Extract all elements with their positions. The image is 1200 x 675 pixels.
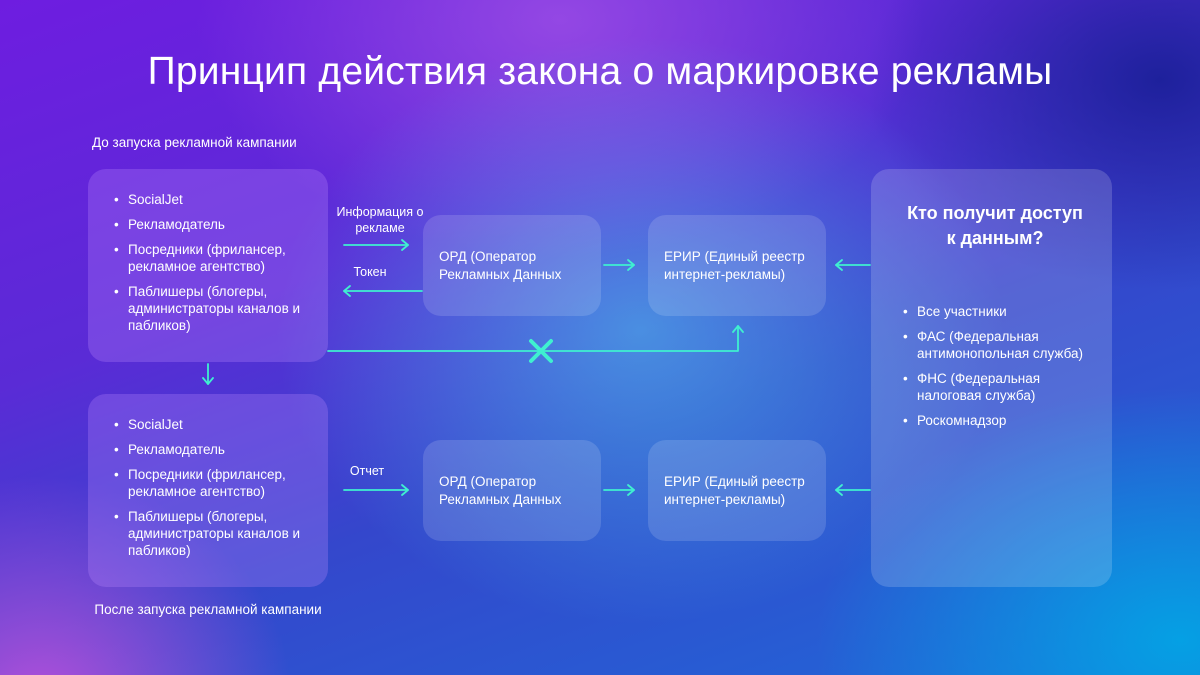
erir-label: ЕРИР (Единый реестр интернет-рекламы): [664, 248, 805, 282]
list-item: Рекламодатель: [108, 216, 310, 233]
ord-label: ОРД (Оператор Рекламных Данных: [439, 473, 562, 507]
ord-label: ОРД (Оператор Рекламных Данных: [439, 248, 562, 282]
ord-card-after: ОРД (Оператор Рекламных Данных: [423, 440, 601, 541]
after-campaign-caption: После запуска рекламной кампании: [88, 601, 328, 619]
list-item: Все участники: [897, 303, 1096, 320]
list-item: Посредники (фрилансер, рекламное агентст…: [108, 466, 310, 500]
participants-card-before: SocialJet Рекламодатель Посредники (фрил…: [88, 169, 328, 362]
access-title: Кто получит доступ к данным?: [907, 203, 1083, 248]
token-label: Токен: [353, 265, 387, 279]
page-title: Принцип действия закона о маркировке рек…: [147, 50, 1053, 93]
erir-card-after: ЕРИР (Единый реестр интернет-рекламы): [648, 440, 826, 541]
report-label: Отчет: [349, 464, 385, 478]
list-item: Посредники (фрилансер, рекламное агентст…: [108, 241, 310, 275]
access-card: Кто получит доступ к данным? Все участни…: [871, 169, 1112, 587]
arrow-right-icon: [343, 484, 409, 496]
arrow-down-icon: [202, 363, 214, 385]
arrow-right-icon: [603, 259, 635, 271]
info-about-ad-label: Информация о рекламе: [336, 205, 424, 235]
participants-list-before: SocialJet Рекламодатель Посредники (фрил…: [108, 191, 310, 334]
ord-card-before: ОРД (Оператор Рекламных Данных: [423, 215, 601, 316]
list-item: ФНС (Федеральная налоговая служба): [897, 370, 1096, 404]
blocked-path-line: [327, 325, 744, 352]
arrow-right-icon: [603, 484, 635, 496]
list-item: Паблишеры (блогеры, администраторы канал…: [108, 283, 310, 334]
list-item: Паблишеры (блогеры, администраторы канал…: [108, 508, 310, 559]
arrow-left-icon: [343, 285, 423, 297]
arrow-left-icon: [835, 259, 871, 271]
erir-card-before: ЕРИР (Единый реестр интернет-рекламы): [648, 215, 826, 316]
list-item: ФАС (Федеральная антимонопольная служба): [897, 328, 1096, 362]
list-item: SocialJet: [108, 191, 310, 208]
arrow-left-icon: [835, 484, 871, 496]
list-item: SocialJet: [108, 416, 310, 433]
participants-card-after: SocialJet Рекламодатель Посредники (фрил…: [88, 394, 328, 587]
participants-list-after: SocialJet Рекламодатель Посредники (фрил…: [108, 416, 310, 559]
access-list: Все участники ФАС (Федеральная антимоноп…: [897, 303, 1096, 429]
erir-label: ЕРИР (Единый реестр интернет-рекламы): [664, 473, 805, 507]
before-campaign-caption: До запуска рекламной кампании: [92, 135, 297, 150]
cross-icon: [529, 339, 553, 363]
list-item: Роскомнадзор: [897, 412, 1096, 429]
after-campaign-caption-text: После запуска рекламной кампании: [94, 602, 322, 617]
arrow-right-icon: [343, 239, 409, 251]
list-item: Рекламодатель: [108, 441, 310, 458]
